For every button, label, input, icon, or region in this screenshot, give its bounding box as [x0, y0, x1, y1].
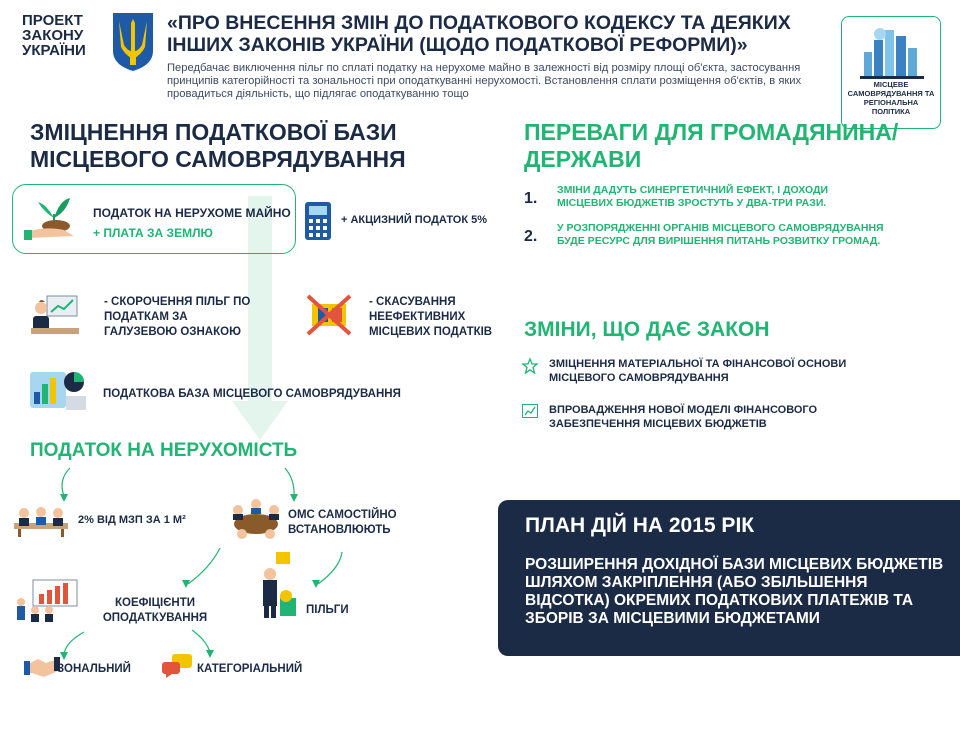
document-title: «ПРО ВНЕСЕННЯ ЗМІН ДО ПОДАТКОВОГО КОДЕКС…: [167, 12, 791, 56]
boardroom-chart-icon: [17, 579, 78, 622]
money-person-icon: [263, 552, 296, 618]
benefits-cut: - СКОРОЧЕННЯ ПІЛЬГ ПО ПОДАТКАМ ЗА ГАЛУЗЕ…: [104, 296, 251, 338]
meeting-icon: [14, 507, 68, 537]
card-line1: ПОДАТОК НА НЕРУХОМЕ МАЙНО: [93, 206, 291, 220]
handshake-icon: [24, 657, 60, 677]
growth-chart-icon: [522, 404, 538, 418]
benefits-text: ПІЛЬГИ: [306, 604, 349, 616]
chat-icon: [162, 654, 192, 678]
changes-heading: ЗМІНИ, ЩО ДАЄ ЗАКОН: [524, 318, 770, 341]
presenter-icon: [31, 295, 79, 334]
property-tax-heading: ПОДАТОК НА НЕРУХОМІСТЬ: [30, 440, 298, 461]
card-line2: + ПЛАТА ЗА ЗЕМЛЮ: [93, 226, 213, 240]
tax-base: ПОДАТКОВА БАЗА МІСЦЕВОГО САМОВРЯДУВАННЯ: [103, 388, 401, 400]
star-icon: [521, 357, 539, 375]
property-tax-card: [12, 184, 296, 254]
categorial-text: КАТЕГОРІАЛЬНИЙ: [197, 663, 303, 675]
city-logo-icon: [860, 28, 924, 79]
abolish-taxes: - СКАСУВАННЯ НЕЕФЕКТИВНИХ МІСЦЕВИХ ПОДАТ…: [369, 296, 493, 338]
change-1-text: ЗМІЦНЕННЯ МАТЕРІАЛЬНОЇ ТА ФІНАНСОВОЇ ОСН…: [549, 358, 847, 384]
project-label: ПРОЕКТ ЗАКОНУ УКРАЇНИ: [22, 12, 86, 59]
logo-text: МІСЦЕВЕ САМОВРЯДУВАННЯ ТА РЕГІОНАЛЬНА ПО…: [847, 80, 935, 116]
logo-box: [841, 16, 941, 129]
coefficients-text: КОЕФІЦІЄНТИ ОПОДАТКУВАННЯ: [102, 597, 208, 624]
advantage-2-number: 2.: [524, 228, 538, 245]
arrow-down-icon: [232, 196, 288, 440]
advantage-2-text: У РОЗПОРЯДЖЕННІ ОРГАНІВ МІСЦЕВОГО САМОВР…: [557, 222, 884, 247]
charts-icon: [30, 372, 86, 410]
action-plan-text: РОЗШИРЕННЯ ДОХІДНОЇ БАЗИ МІСЦЕВИХ БЮДЖЕТ…: [525, 556, 944, 627]
zonal-text: ЗОНАЛЬНИЙ: [57, 663, 131, 675]
oms-text: ОМС САМОСТІЙНО ВСТАНОВЛЮЮТЬ: [288, 509, 397, 536]
document-subtitle: Передбачає виключення пільг по сплаті по…: [167, 62, 802, 100]
calculator-icon: [305, 202, 331, 240]
advantage-1-number: 1.: [524, 190, 538, 207]
advantage-1-text: ЗМІНИ ДАДУТЬ СИНЕРГЕТИЧНИЙ ЕФЕКТ, І ДОХО…: [557, 184, 829, 209]
boardroom-icon: [233, 499, 279, 539]
plant-icon: [24, 198, 74, 240]
crossed-payments-icon: [306, 294, 352, 336]
action-plan-title: ПЛАН ДІЙ НА 2015 РІК: [525, 514, 755, 537]
change-2-text: ВПРОВАДЖЕННЯ НОВОЇ МОДЕЛІ ФІНАНСОВОГО ЗА…: [549, 404, 818, 430]
tax-base-heading: ЗМІЦНЕННЯ ПОДАТКОВОЇ БАЗИ МІСЦЕВОГО САМО…: [30, 119, 406, 172]
rate-text: 2% ВІД МЗП ЗА 1 М²: [78, 514, 186, 526]
excise-tax: + АКЦИЗНИЙ ПОДАТОК 5%: [341, 214, 488, 226]
action-plan-box: [498, 500, 960, 656]
advantages-heading: ПЕРЕВАГИ ДЛЯ ГРОМАДЯНИНА/ДЕРЖАВИ: [524, 119, 899, 172]
trident-icon: [113, 13, 153, 71]
